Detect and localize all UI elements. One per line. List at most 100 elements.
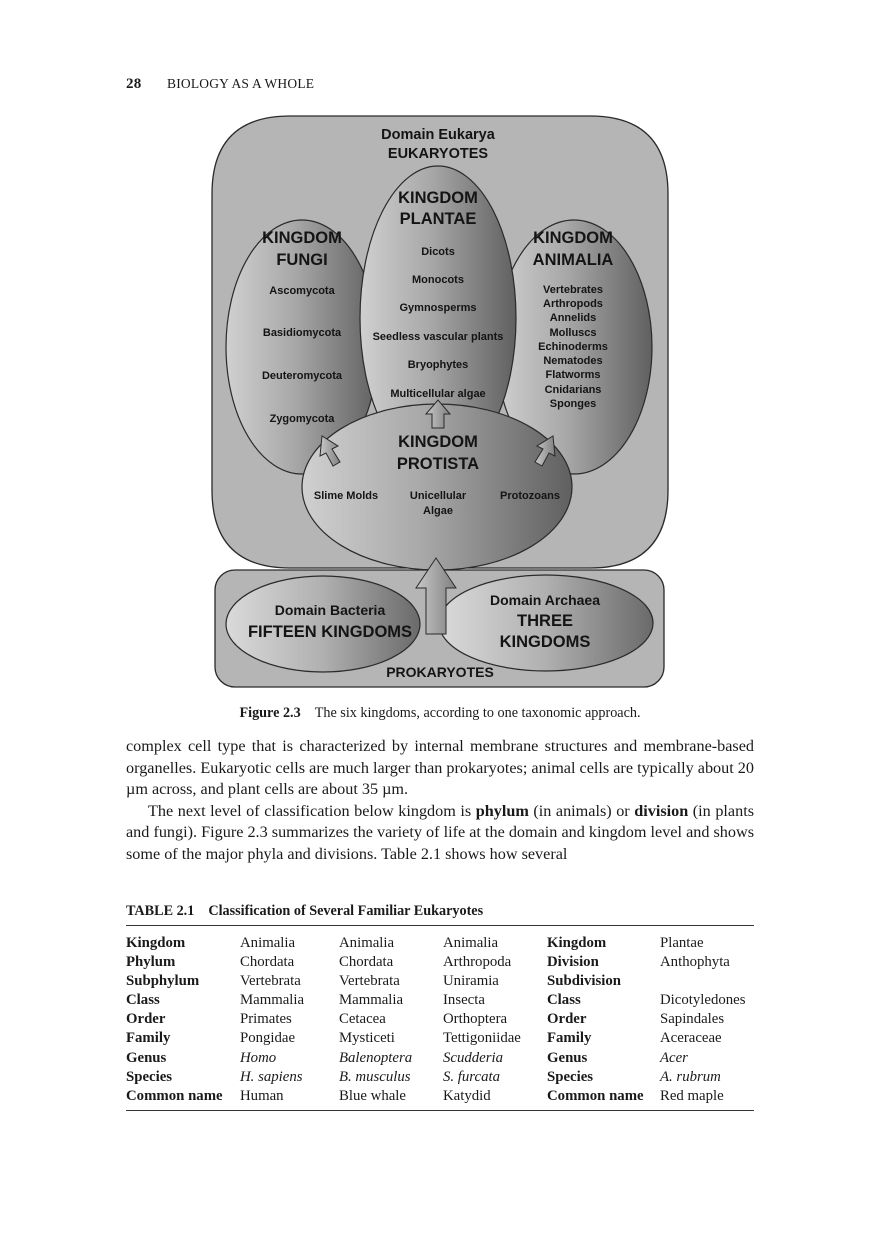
taxon-cell: Red maple — [660, 1087, 724, 1104]
paragraph: The next level of classification below k… — [126, 801, 754, 866]
kingdoms-diagram: Domain Eukarya EUKARYOTES KINGDOM FUNGI … — [211, 115, 669, 688]
taxon-cell — [660, 972, 754, 991]
animalia-item: Molluscs — [549, 327, 596, 339]
protista-item: Protozoans — [500, 490, 560, 502]
rank-cell: Class — [126, 992, 160, 1009]
body-text: complex cell type that is characterized … — [126, 736, 754, 865]
arrow-prokaryotes-to-eukaryotes-icon — [415, 557, 457, 635]
table-row: Phylum Chordata Chordata Arthropoda Division… — [126, 953, 754, 972]
taxon-cell: Animalia — [443, 935, 499, 951]
rank-cell: Kingdom — [547, 935, 607, 951]
taxon-cell: Mysticeti — [339, 1030, 395, 1047]
taxon-cell: Mammalia — [240, 992, 305, 1009]
taxon-cell: Plantae — [660, 935, 704, 951]
plantae-item: Multicellular algae — [390, 388, 485, 400]
rank-cell: Species — [126, 1068, 173, 1085]
plantae-item: Monocots — [412, 274, 464, 286]
fungi-title: KINGDOM — [262, 229, 342, 247]
taxon-cell: Chordata — [240, 954, 295, 971]
taxon-cell: Dicotyledones — [660, 992, 746, 1009]
taxon-cell: Aceraceae — [660, 1030, 722, 1047]
page-number: 28 — [126, 76, 142, 92]
taxon-cell: Tettigoniidae — [443, 1030, 521, 1047]
taxon-cell: B. musculus — [339, 1068, 411, 1085]
animalia-item: Cnidarians — [545, 384, 602, 396]
arrow-to-plantae-icon — [424, 399, 452, 429]
rank-cell: Genus — [126, 1049, 167, 1066]
taxon-cell: S. furcata — [443, 1068, 500, 1085]
taxon-cell: Cetacea — [339, 1011, 386, 1028]
rank-cell: Subphylum — [126, 973, 200, 990]
plantae-item: Seedless vascular plants — [373, 331, 504, 343]
archaea-label: Domain Archaea — [490, 592, 600, 608]
animalia-item: Arthropods — [543, 298, 603, 310]
plantae-item: Dicots — [421, 246, 455, 258]
fungi-item: Basidiomycota — [263, 327, 342, 339]
taxon-cell: Katydid — [443, 1087, 491, 1104]
taxon-cell: Homo — [240, 1049, 277, 1066]
taxon-cell: Insecta — [443, 992, 485, 1009]
rank-cell: Common name — [547, 1087, 644, 1104]
arrow-to-animalia-icon — [534, 435, 556, 467]
plantae-title: PLANTAE — [400, 210, 477, 228]
fungi-item: Ascomycota — [269, 285, 335, 297]
protista-title: KINGDOM — [398, 433, 478, 451]
rank-cell: Order — [547, 1011, 587, 1028]
taxon-cell: Primates — [240, 1011, 292, 1028]
term-phylum: phylum — [475, 801, 529, 820]
taxon-cell: Orthoptera — [443, 1011, 508, 1028]
figure-label: Figure 2.3 — [239, 705, 301, 721]
bacteria-ellipse — [225, 575, 421, 673]
taxon-cell: Chordata — [339, 954, 394, 971]
table-title: Classification of Several Familiar Eukar… — [208, 903, 484, 919]
rank-cell: Order — [126, 1011, 166, 1028]
taxon-cell: H. sapiens — [240, 1068, 303, 1085]
text-run: The next level of classification below k… — [148, 801, 476, 820]
plantae-item: Bryophytes — [408, 359, 469, 371]
rank-cell: Common name — [126, 1087, 223, 1104]
taxon-cell: Balenoptera — [339, 1049, 413, 1066]
running-title: BIOLOGY AS A WHOLE — [166, 76, 315, 91]
running-head: 28 BIOLOGY AS A WHOLE — [126, 76, 314, 93]
taxon-cell: Vertebrata — [240, 973, 301, 990]
fungi-item: Zygomycota — [270, 413, 336, 425]
six-kingdoms-figure: Domain Eukarya EUKARYOTES KINGDOM FUNGI … — [211, 115, 669, 688]
taxon-cell: Animalia — [339, 935, 395, 951]
animalia-item: Flatworms — [545, 369, 600, 381]
rank-cell: Genus — [547, 1049, 588, 1066]
protista-ellipse — [301, 403, 573, 571]
animalia-item: Vertebrates — [543, 284, 603, 296]
taxon-cell: Blue whale — [339, 1087, 406, 1104]
prokaryotes-label: PROKARYOTES — [386, 664, 494, 680]
rank-cell: Kingdom — [126, 935, 186, 951]
protista-item: Unicellular — [410, 490, 467, 502]
figure-caption: Figure 2.3 The six kingdoms, according to… — [0, 705, 880, 722]
taxon-cell: Pongidae — [240, 1030, 296, 1047]
protista-title: PROTISTA — [397, 455, 479, 473]
figure-caption-text: The six kingdoms, according to one taxon… — [314, 705, 641, 721]
rank-cell: Family — [547, 1030, 592, 1047]
arrow-to-fungi-icon — [319, 435, 341, 467]
rank-cell: Phylum — [126, 954, 176, 971]
eukaryotes-label: EUKARYOTES — [388, 146, 488, 162]
paragraph: complex cell type that is characterized … — [126, 737, 754, 798]
animalia-title: ANIMALIA — [533, 251, 614, 269]
rank-cell: Division — [547, 954, 599, 971]
bacteria-kingdoms-label: FIFTEEN KINGDOMS — [248, 623, 412, 641]
taxon-cell: Human — [240, 1087, 284, 1104]
eukarya-label: Domain Eukarya — [381, 127, 496, 143]
taxon-cell: Mammalia — [339, 992, 404, 1009]
plantae-item: Gymnosperms — [399, 302, 476, 314]
taxon-cell: Scudderia — [443, 1049, 503, 1066]
taxon-cell: Arthropoda — [443, 954, 512, 971]
rank-cell: Subdivision — [547, 973, 622, 990]
